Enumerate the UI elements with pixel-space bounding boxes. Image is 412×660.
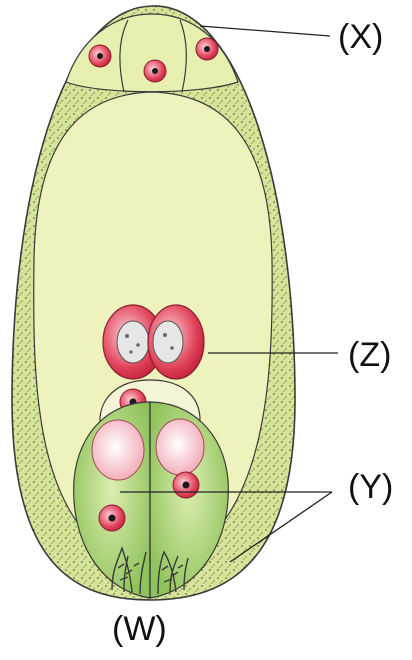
label-x: (X) <box>338 20 383 54</box>
label-w: (W) <box>112 612 167 646</box>
synergid-nucleus <box>173 472 199 498</box>
synergid-nucleus <box>99 505 125 531</box>
synergid-vacuole <box>156 419 204 475</box>
antipodal-cell-nucleus <box>196 38 218 60</box>
antipodal-cell-nucleus <box>89 45 111 67</box>
label-y: (Y) <box>348 470 393 504</box>
label-z: (Z) <box>348 338 391 372</box>
leader-line-x <box>200 26 330 36</box>
polar-nucleus <box>148 305 204 379</box>
antipodal-cell-nucleus <box>144 60 166 82</box>
synergid-vacuole <box>92 420 144 480</box>
